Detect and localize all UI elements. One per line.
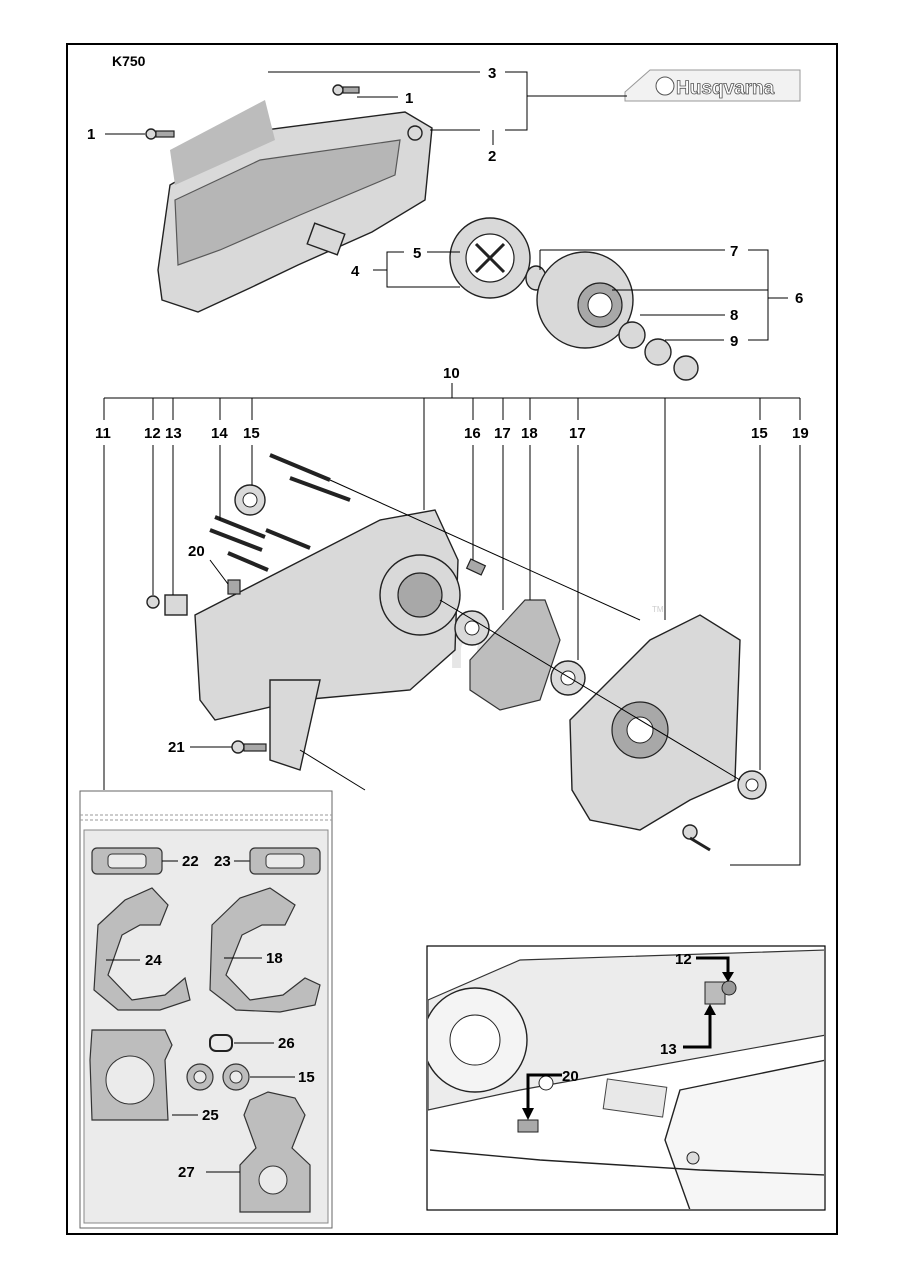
plate-gasket-27 [239, 1091, 311, 1213]
inset-callout-13: 13 [660, 1041, 677, 1058]
gasket-kit: 22 23 24 18 26 15 25 [79, 790, 333, 1229]
callout-17-left: 17 [494, 425, 511, 442]
callout-14: 14 [211, 425, 228, 442]
crankcase-bolts [209, 453, 351, 572]
kit-callout-15: 15 [298, 1069, 315, 1086]
kit-callout-24: 24 [145, 952, 162, 969]
crankcase-gasket-18 [209, 887, 321, 1013]
callout-5: 5 [413, 245, 421, 262]
callout-7: 7 [730, 243, 738, 260]
callouts: 1 1 2 3 4 5 6 7 8 9 10 11 12 13 14 15 16… [87, 65, 809, 756]
kit-callout-18: 18 [266, 950, 283, 967]
o-ring-26 [209, 1034, 233, 1052]
inset-callout-20: 20 [562, 1068, 579, 1085]
crankcase-gasket [469, 599, 561, 711]
exhaust-gasket-23 [249, 847, 321, 875]
callout-1-top: 1 [405, 90, 413, 107]
diagram-frame [66, 43, 838, 1235]
inset-callout-12: 12 [675, 951, 692, 968]
trademark-mark: TM [652, 605, 664, 614]
callout-18: 18 [521, 425, 538, 442]
cover-shading [170, 100, 275, 185]
callout-19: 19 [792, 425, 809, 442]
callout-1-left: 1 [87, 126, 95, 143]
exhaust-gasket-22 [91, 847, 163, 875]
screw-12 [146, 595, 160, 609]
callout-9: 9 [730, 333, 738, 350]
screw-19 [682, 824, 698, 840]
kit-callout-25: 25 [202, 1107, 219, 1124]
inset-detail: 12 13 20 [426, 945, 826, 1211]
callout-8: 8 [730, 307, 738, 324]
leader-lines [103, 71, 801, 866]
callout-15-left: 15 [243, 425, 260, 442]
needle-bearing-a [618, 321, 646, 349]
callout-10: 10 [443, 365, 460, 382]
bracket-13 [164, 594, 188, 616]
kit-callout-23: 23 [214, 853, 231, 870]
clutch-drum [536, 251, 634, 349]
callout-15-right: 15 [751, 425, 768, 442]
callout-20: 20 [188, 543, 205, 560]
brand-logo: Husqvarna [624, 69, 801, 102]
callout-13: 13 [165, 425, 182, 442]
callout-11: 11 [95, 425, 111, 442]
callout-17-right: 17 [569, 425, 586, 442]
kit-callout-26: 26 [278, 1035, 295, 1052]
crankcase-left-half [194, 509, 461, 771]
clutch-assembly [449, 217, 531, 299]
callout-12: 12 [144, 425, 161, 442]
crankcase-gasket-24 [93, 887, 191, 1011]
cover-screw-1b [332, 84, 360, 96]
callout-6: 6 [795, 290, 803, 307]
needle-bearing-b [644, 338, 672, 366]
model-label: K750 [112, 53, 146, 69]
screw-21 [231, 740, 267, 754]
washer-9 [673, 355, 699, 381]
kit-callout-27: 27 [178, 1164, 195, 1181]
callout-16: 16 [464, 425, 481, 442]
part-20 [227, 579, 241, 595]
crankcase-right-half [569, 614, 741, 831]
svg-text:Husqvarna: Husqvarna [676, 78, 775, 99]
callout-4: 4 [351, 263, 360, 280]
belt-guard-cover [157, 100, 433, 313]
cover-screw-1 [145, 128, 175, 140]
callout-21: 21 [168, 739, 185, 756]
kit-callout-22: 22 [182, 853, 199, 870]
callout-2: 2 [488, 148, 496, 165]
callout-3: 3 [488, 65, 496, 82]
dowel-pin [465, 558, 487, 576]
